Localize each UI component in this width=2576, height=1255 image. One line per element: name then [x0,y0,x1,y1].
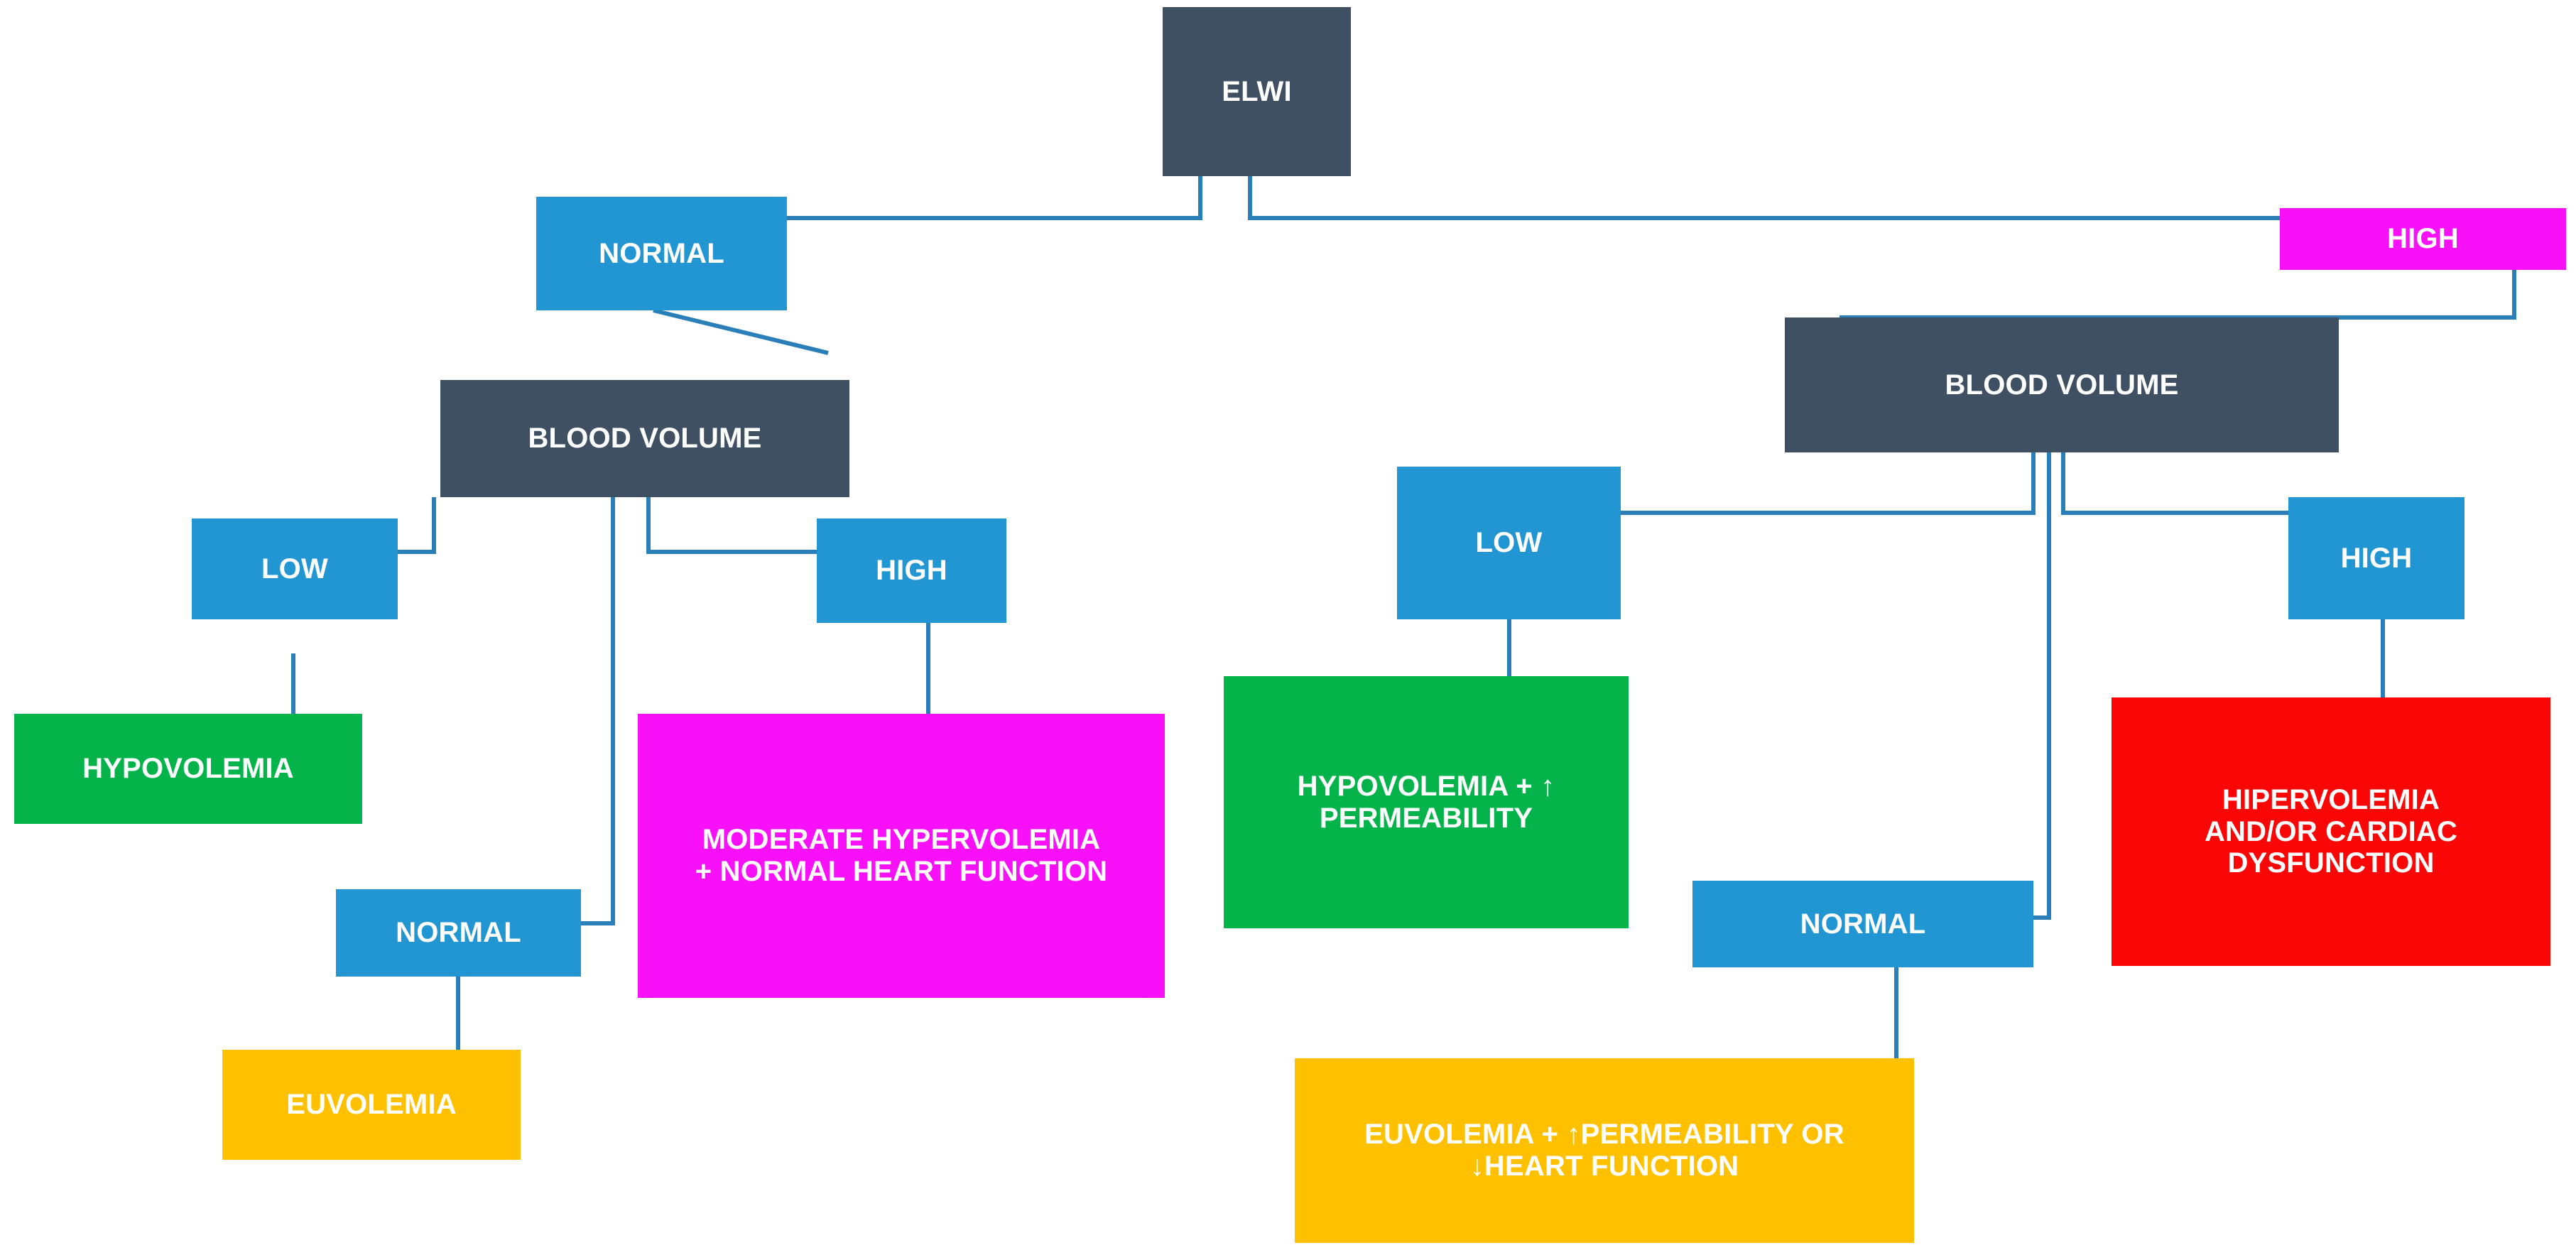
node-right-high-label: HIGH [2340,542,2413,574]
node-left-low-outcome[interactable]: HYPOVOLEMIA [14,714,362,824]
node-left-low[interactable]: LOW [192,518,398,619]
node-elwi-normal[interactable]: NORMAL [536,197,787,310]
edge-high-to-blood-volume-right [1839,270,2516,320]
edge-bvleft-to-high [646,497,817,554]
edge-bvright-to-low [1609,452,2036,515]
node-right-high-outcome[interactable]: HIPERVOLEMIA AND/OR CARDIAC DYSFUNCTION [2112,697,2550,966]
node-left-normal-outcome-label: EUVOLEMIA [286,1089,457,1121]
edge-normal-to-blood-volume-left [653,308,829,355]
node-elwi-normal-label: NORMAL [599,237,724,269]
node-left-high-outcome-label: MODERATE HYPERVOLEMIA + NORMAL HEART FUN… [695,824,1108,887]
node-left-normal-outcome[interactable]: EUVOLEMIA [222,1050,521,1160]
node-elwi[interactable]: ELWI [1163,7,1351,176]
node-blood-volume-left-label: BLOOD VOLUME [528,423,762,455]
node-elwi-label: ELWI [1222,75,1292,107]
node-right-normal-outcome[interactable]: EUVOLEMIA + ↑PERMEABILITY OR ↓HEART FUNC… [1295,1058,1914,1243]
node-left-normal-label: NORMAL [396,917,521,949]
node-left-low-label: LOW [261,553,328,585]
node-elwi-high-label: HIGH [2387,223,2459,255]
node-right-normal-outcome-label: EUVOLEMIA + ↑PERMEABILITY OR ↓HEART FUNC… [1364,1119,1844,1182]
node-blood-volume-left[interactable]: BLOOD VOLUME [440,380,849,497]
edge-bvright-to-normal [1939,452,2051,920]
node-right-high[interactable]: HIGH [2288,497,2464,619]
edge-elwi-to-high [1248,176,2280,220]
node-left-normal[interactable]: NORMAL [336,889,581,977]
node-blood-volume-right-label: BLOOD VOLUME [1945,369,2179,401]
node-left-low-outcome-label: HYPOVOLEMIA [82,753,294,785]
node-right-low[interactable]: LOW [1397,467,1621,619]
node-right-low-outcome[interactable]: HYPOVOLEMIA + ↑ PERMEABILITY [1224,676,1629,928]
node-left-high[interactable]: HIGH [817,518,1006,623]
edge-bvleft-to-normal [458,497,615,925]
node-right-low-outcome-label: HYPOVOLEMIA + ↑ PERMEABILITY [1297,770,1555,834]
node-blood-volume-right[interactable]: BLOOD VOLUME [1785,317,2339,452]
node-left-high-label: HIGH [876,555,947,587]
edge-elwi-to-normal [787,176,1202,220]
node-right-high-outcome-label: HIPERVOLEMIA AND/OR CARDIAC DYSFUNCTION [2204,783,2458,879]
node-elwi-high[interactable]: HIGH [2280,208,2566,270]
node-right-normal-label: NORMAL [1800,908,1926,940]
node-right-normal[interactable]: NORMAL [1692,881,2033,967]
node-right-low-label: LOW [1475,527,1543,559]
node-left-high-outcome[interactable]: MODERATE HYPERVOLEMIA + NORMAL HEART FUN… [638,714,1165,998]
edge-bvright-to-high [2061,452,2305,515]
